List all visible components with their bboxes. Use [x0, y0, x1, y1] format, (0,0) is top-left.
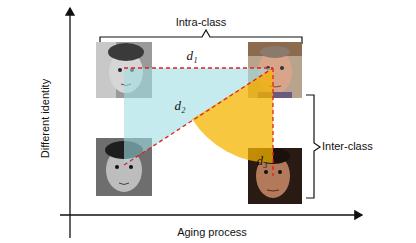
inter-bracket	[306, 95, 320, 198]
class-label: Intra-class	[176, 16, 227, 29]
distance-line	[124, 68, 273, 165]
distance-label: d₃	[256, 153, 267, 168]
distance-label: d₁	[186, 48, 197, 63]
inter-region	[192, 68, 273, 163]
axis-label: Different identity	[39, 78, 52, 157]
distance-line	[272, 68, 273, 176]
y-axis	[69, 8, 70, 238]
axis-label: Aging process	[177, 226, 247, 239]
x-axis	[60, 214, 362, 215]
distance-label: d₂	[174, 98, 185, 113]
intra-bracket	[100, 30, 302, 44]
intra-region	[124, 68, 273, 165]
class-label: Inter-class	[322, 140, 373, 153]
distance-line	[124, 67, 273, 68]
